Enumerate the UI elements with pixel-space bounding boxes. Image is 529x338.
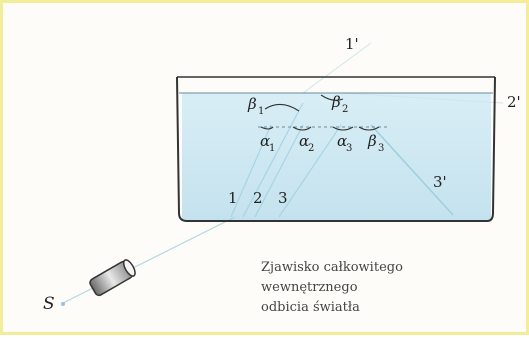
caption-line-2: wewnętrznego	[261, 280, 358, 295]
source-ray	[62, 216, 236, 304]
caption-line-1: Zjawisko całkowitego	[261, 260, 403, 275]
arc-alpha-2	[292, 126, 312, 131]
label-beta-3-sub: 3	[378, 143, 384, 154]
arc-beta-1	[264, 103, 300, 112]
ray-1	[230, 124, 272, 218]
caption-line-3: odbicia światła	[261, 300, 360, 315]
label-beta-3: β	[367, 132, 377, 150]
refracted-ray-2	[340, 92, 504, 104]
ray-3	[278, 124, 342, 218]
label-beta-2-sub: 2	[342, 104, 348, 115]
flashlight-icon	[89, 259, 136, 297]
angle-arcs	[260, 94, 380, 131]
incident-rays	[62, 102, 342, 304]
label-beta-1-sub: 1	[258, 106, 264, 117]
label-ray-2: 2	[253, 189, 263, 207]
reflected-ray-3	[370, 124, 454, 216]
arc-alpha-3	[332, 126, 354, 131]
arc-beta-3	[358, 126, 380, 131]
ray-2	[254, 124, 304, 218]
ray-1b	[242, 102, 304, 218]
label-beta-2: β	[331, 93, 341, 111]
caption: Zjawisko całkowitego wewnętrznego odbici…	[261, 258, 403, 318]
diagram-canvas: 1' 2' 3' 1 2 3 S β 1 β 2 β 3 α 1 α 2 α 3	[43, 35, 521, 314]
water-body	[182, 93, 491, 220]
label-alpha-1-sub: 1	[269, 143, 275, 154]
label-source: S	[43, 294, 55, 314]
source-point	[61, 302, 65, 306]
label-ray-2-out: 2'	[507, 93, 521, 111]
label-alpha-3-sub: 3	[346, 143, 352, 154]
label-beta-1: β	[247, 95, 257, 113]
label-alpha-2-sub: 2	[308, 143, 314, 154]
vessel-outline	[176, 76, 496, 222]
label-alpha-2: α	[299, 132, 309, 150]
refracted-ray-1	[302, 42, 372, 94]
label-alpha-3: α	[337, 132, 347, 150]
label-alpha-1: α	[260, 132, 270, 150]
arc-alpha-1	[260, 126, 274, 130]
arc-beta-2	[320, 94, 344, 101]
label-ray-3: 3	[278, 189, 288, 207]
label-ray-3-out: 3'	[433, 173, 447, 191]
label-ray-1-out: 1'	[345, 35, 359, 53]
label-ray-1: 1	[228, 189, 238, 207]
